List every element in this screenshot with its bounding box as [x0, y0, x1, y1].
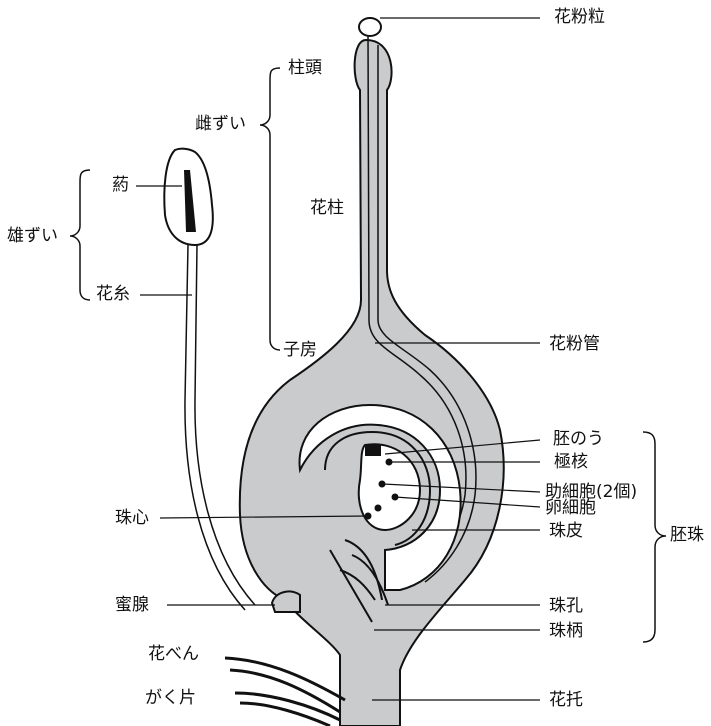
label-ovule: 胚珠	[670, 527, 704, 544]
label-nucellus: 珠心	[115, 510, 149, 527]
label-micropyle: 珠孔	[549, 598, 583, 615]
label-polar-nuclei: 極核	[554, 454, 588, 471]
label-pollen-grain: 花粉粒	[554, 9, 605, 26]
label-nectary: 蜜腺	[115, 597, 149, 614]
label-pollen-tube: 花粉管	[549, 336, 600, 353]
label-pistil: 雌ずい	[195, 116, 246, 133]
label-receptacle: 花托	[549, 692, 583, 709]
label-ovary: 子房	[283, 342, 317, 359]
label-egg-cell: 卵細胞	[545, 500, 596, 517]
label-style: 花柱	[310, 200, 344, 217]
pistil-bracket	[260, 68, 280, 350]
label-petal: 花べん	[148, 646, 199, 663]
label-embryo-sac: 胚のう	[553, 431, 604, 448]
stamen-bracket	[70, 170, 90, 300]
label-sepal: がく片	[145, 690, 196, 707]
sepal	[235, 693, 340, 726]
label-stamen: 雄ずい	[7, 228, 58, 245]
pistil-body	[240, 40, 504, 726]
label-anther: 葯	[112, 177, 129, 194]
pollen-grain	[359, 18, 381, 36]
label-integument: 珠皮	[549, 523, 583, 540]
label-stigma: 柱頭	[288, 60, 322, 77]
label-filament: 花糸	[96, 286, 130, 303]
antipodal-cells	[366, 446, 380, 455]
label-funiculus: 珠柄	[549, 623, 583, 640]
filament	[185, 245, 245, 610]
ovule-bracket	[643, 432, 666, 642]
